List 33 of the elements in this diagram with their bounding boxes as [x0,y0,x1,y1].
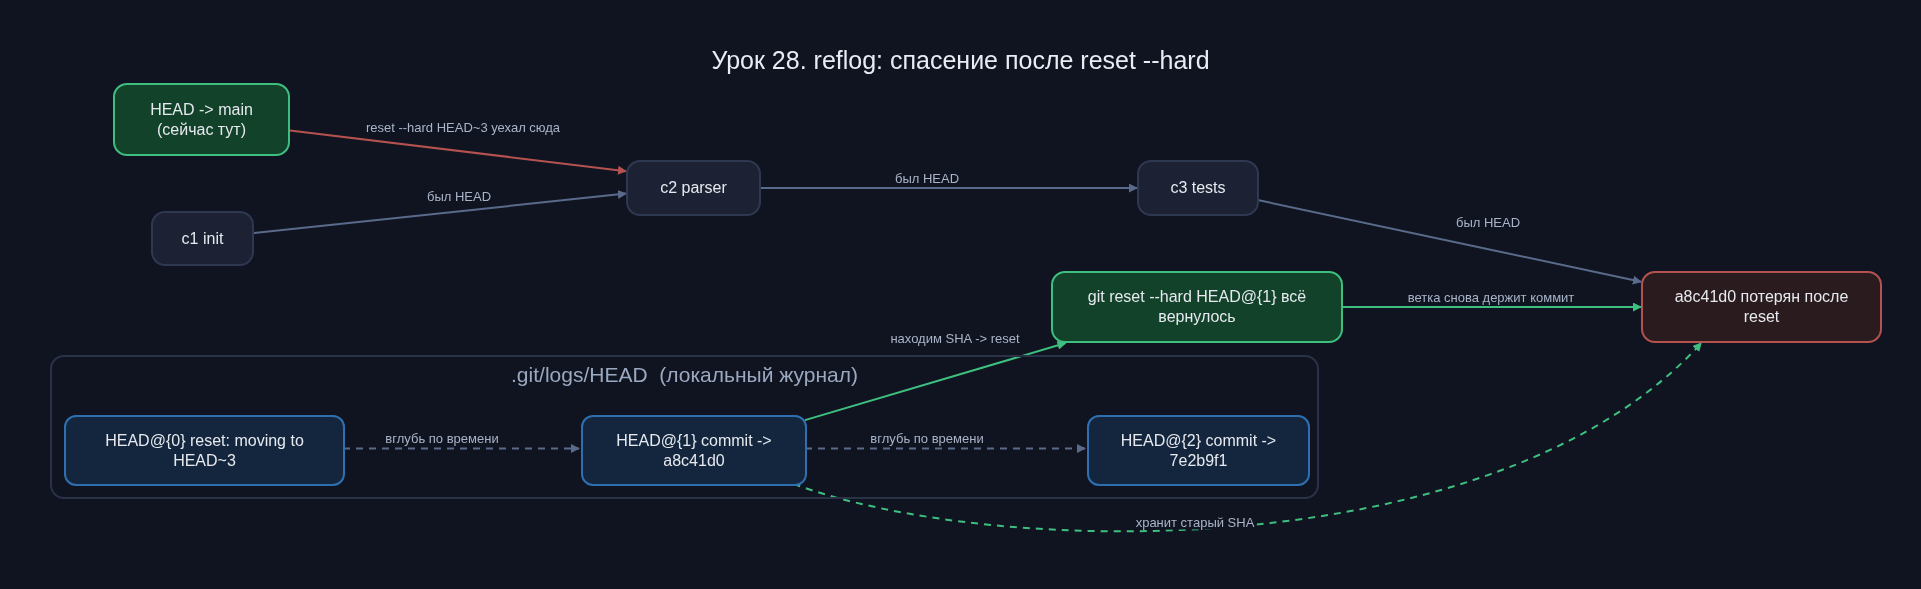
commit-box [1137,160,1259,216]
edge-label: вглубь по времени [868,430,986,446]
commit-box [151,211,254,266]
node-text: HEAD -> main (сейчас тут) [149,99,254,140]
edge-label: был HEAD [1453,214,1523,230]
arrow [760,183,1138,193]
diagram-title: Урок 28. reflog: спасение после reset --hard [710,46,1211,75]
arrow [289,129,627,175]
lost-commit-box [1641,271,1882,343]
reflog-entry-box [581,415,807,486]
group-title: .git/logs/HEAD (локальный журнал) [511,363,858,387]
node-text: git reset --hard HEAD@{1} всё вернулось [1086,287,1308,327]
node-text: c2 parser [660,178,727,198]
node-text: HEAD@{0} reset: moving to HEAD~3 [104,430,305,471]
node-text: HEAD@{1} commit -> a8c41d0 [615,430,773,471]
commit-box [626,160,761,216]
arrow [253,190,627,234]
node-text: a8c41d0 потерян после reset [1673,287,1850,327]
arrow [804,341,1067,422]
reflog-entry-box [64,415,345,486]
edge-label: был HEAD [424,188,494,204]
group-frame [50,355,1319,499]
arrow [1258,199,1642,285]
head-pointer-box [113,83,290,156]
node-text: HEAD@{2} commit -> 7e2b9f1 [1119,430,1278,471]
command-box [1051,271,1343,343]
edge-label: был HEAD [892,170,962,186]
reflog-entry-box [1087,415,1310,486]
edge-label: вглубь по времени [383,430,501,446]
node-text: c1 init [181,228,224,249]
arrow [1342,302,1642,312]
edge-label: хранит старый SHA [1133,514,1257,530]
node-text: c3 tests [1170,178,1226,198]
